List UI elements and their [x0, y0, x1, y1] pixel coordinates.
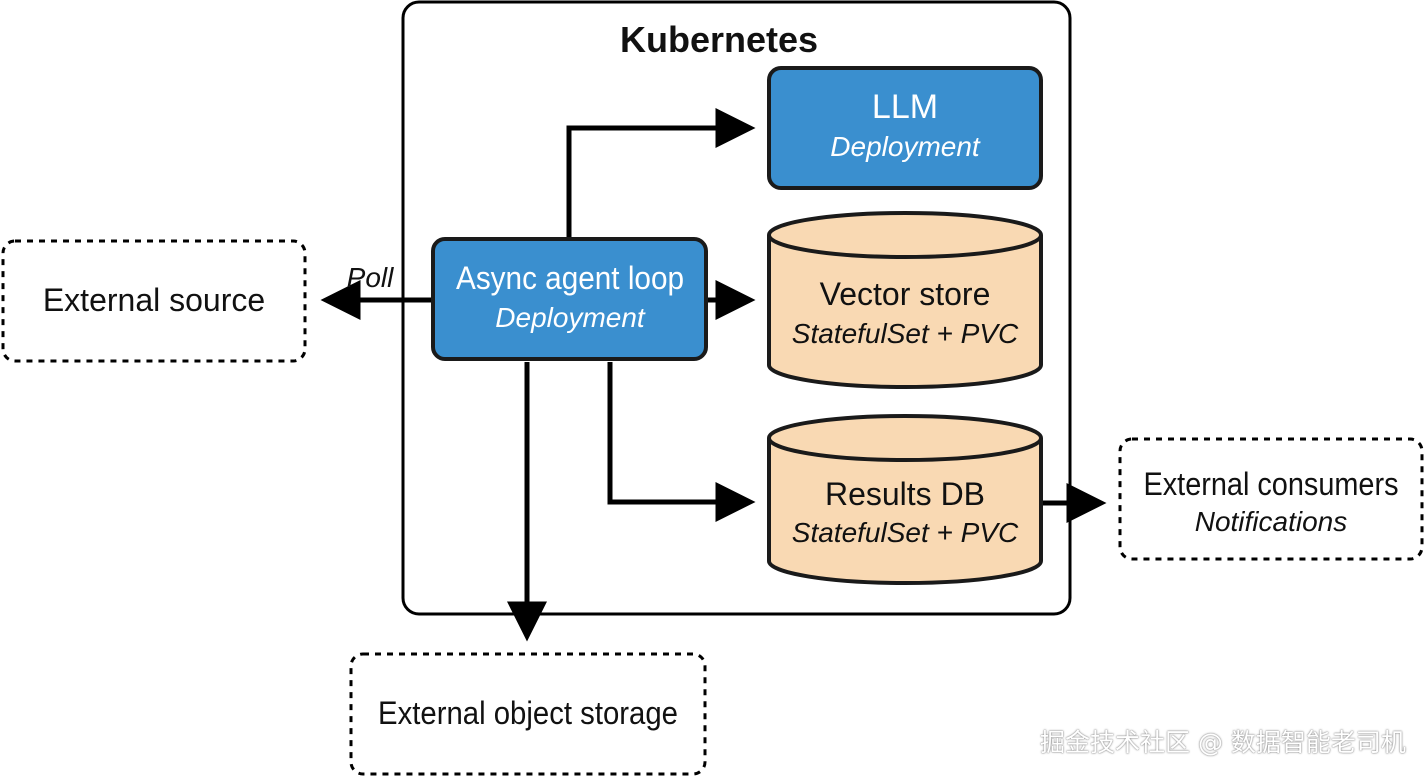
external-consumers-box — [1118, 437, 1424, 561]
external-consumers-subtitle: Notifications — [1195, 506, 1348, 537]
vector-store-cylinder-top — [767, 234, 1043, 259]
external-consumers-title: External consumers — [1144, 466, 1399, 502]
external-object-storage-box — [349, 652, 707, 776]
agent-loop-title: Async agent loop — [456, 260, 684, 296]
external-object-storage-node: External object storage — [349, 652, 707, 776]
watermark-text: 掘金技术社区 @ 数据智能老司机 — [1040, 728, 1406, 757]
results-db-title: Results DB — [825, 476, 985, 512]
agent-to-results-db-arrow — [607, 362, 756, 522]
cluster-title: Kubernetes — [620, 19, 818, 60]
results-db-subtitle: StatefulSet + PVC — [792, 517, 1019, 548]
agent-to-llm-arrow — [566, 108, 756, 239]
agent-loop-subtitle: Deployment — [495, 302, 646, 333]
external-object-storage-title: External object storage — [378, 695, 678, 731]
external-source-title: External source — [43, 282, 265, 318]
external-source-node: External source — [1, 239, 307, 363]
agent-loop-box — [431, 237, 708, 361]
results-db-node: Results DB StatefulSet + PVC — [767, 414, 1043, 585]
vector-store-subtitle: StatefulSet + PVC — [792, 318, 1019, 349]
llm-title: LLM — [872, 88, 938, 126]
vector-store-title: Vector store — [820, 276, 991, 312]
results-db-cylinder-top — [767, 437, 1043, 462]
poll-label: Poll — [347, 262, 394, 293]
agent-loop-node: Async agent loop Deployment — [431, 237, 708, 361]
llm-subtitle: Deployment — [830, 131, 981, 162]
llm-box — [767, 66, 1043, 190]
llm-deployment-node: LLM Deployment — [767, 66, 1043, 190]
vector-store-cylinder — [767, 211, 1043, 389]
connectors — [320, 108, 1107, 642]
external-consumers-node: External consumers Notifications — [1118, 437, 1424, 561]
external-source-box — [1, 239, 307, 363]
vector-store-node: Vector store StatefulSet + PVC — [767, 211, 1043, 389]
kubernetes-cluster: Kubernetes — [401, 0, 1072, 616]
